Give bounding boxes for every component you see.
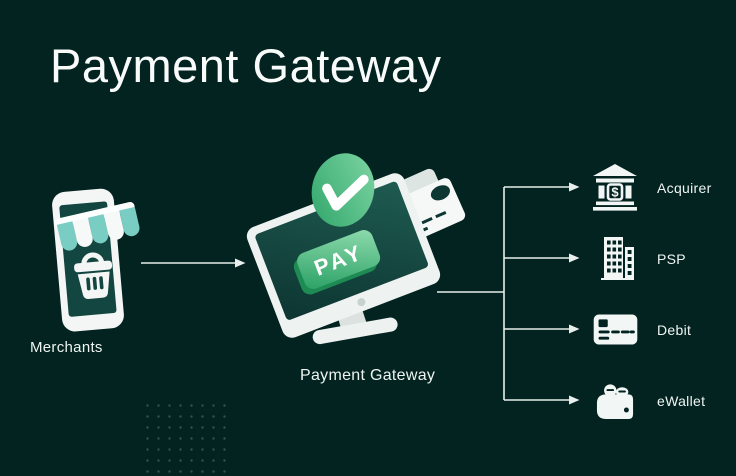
destination-row-ewallet: eWallet [592, 377, 705, 424]
arrowhead [569, 182, 580, 192]
arrowhead [569, 395, 580, 405]
arrowhead [569, 253, 580, 263]
gateway-label: Payment Gateway [300, 367, 436, 384]
merchants-illustration [45, 182, 165, 344]
gateway-illustration: PAY [246, 140, 468, 378]
monitor-icon: PAY [246, 173, 441, 338]
office-building-icon [592, 237, 638, 280]
acquirer-label: Acquirer [657, 179, 712, 196]
arrowhead [569, 324, 580, 334]
destination-row-acquirer: $ Acquirer [592, 164, 712, 211]
debit-card-icon [592, 314, 638, 345]
bank-icon: $ [592, 164, 638, 211]
shopping-basket-icon [74, 252, 113, 299]
psp-label: PSP [657, 250, 686, 267]
page-title: Payment Gateway [50, 39, 442, 92]
dollar-symbol: $ [611, 185, 619, 200]
wallet-icon [592, 382, 638, 420]
storefront-awning-icon [54, 201, 140, 251]
ewallet-label: eWallet [657, 392, 706, 409]
arrowhead [235, 258, 246, 268]
destination-row-psp: PSP [592, 235, 686, 282]
dots-pattern [142, 400, 234, 474]
debit-label: Debit [657, 321, 692, 338]
checkmark-icon [311, 153, 375, 227]
merchants-label: Merchants [30, 339, 103, 356]
destination-row-debit: Debit [592, 306, 691, 353]
